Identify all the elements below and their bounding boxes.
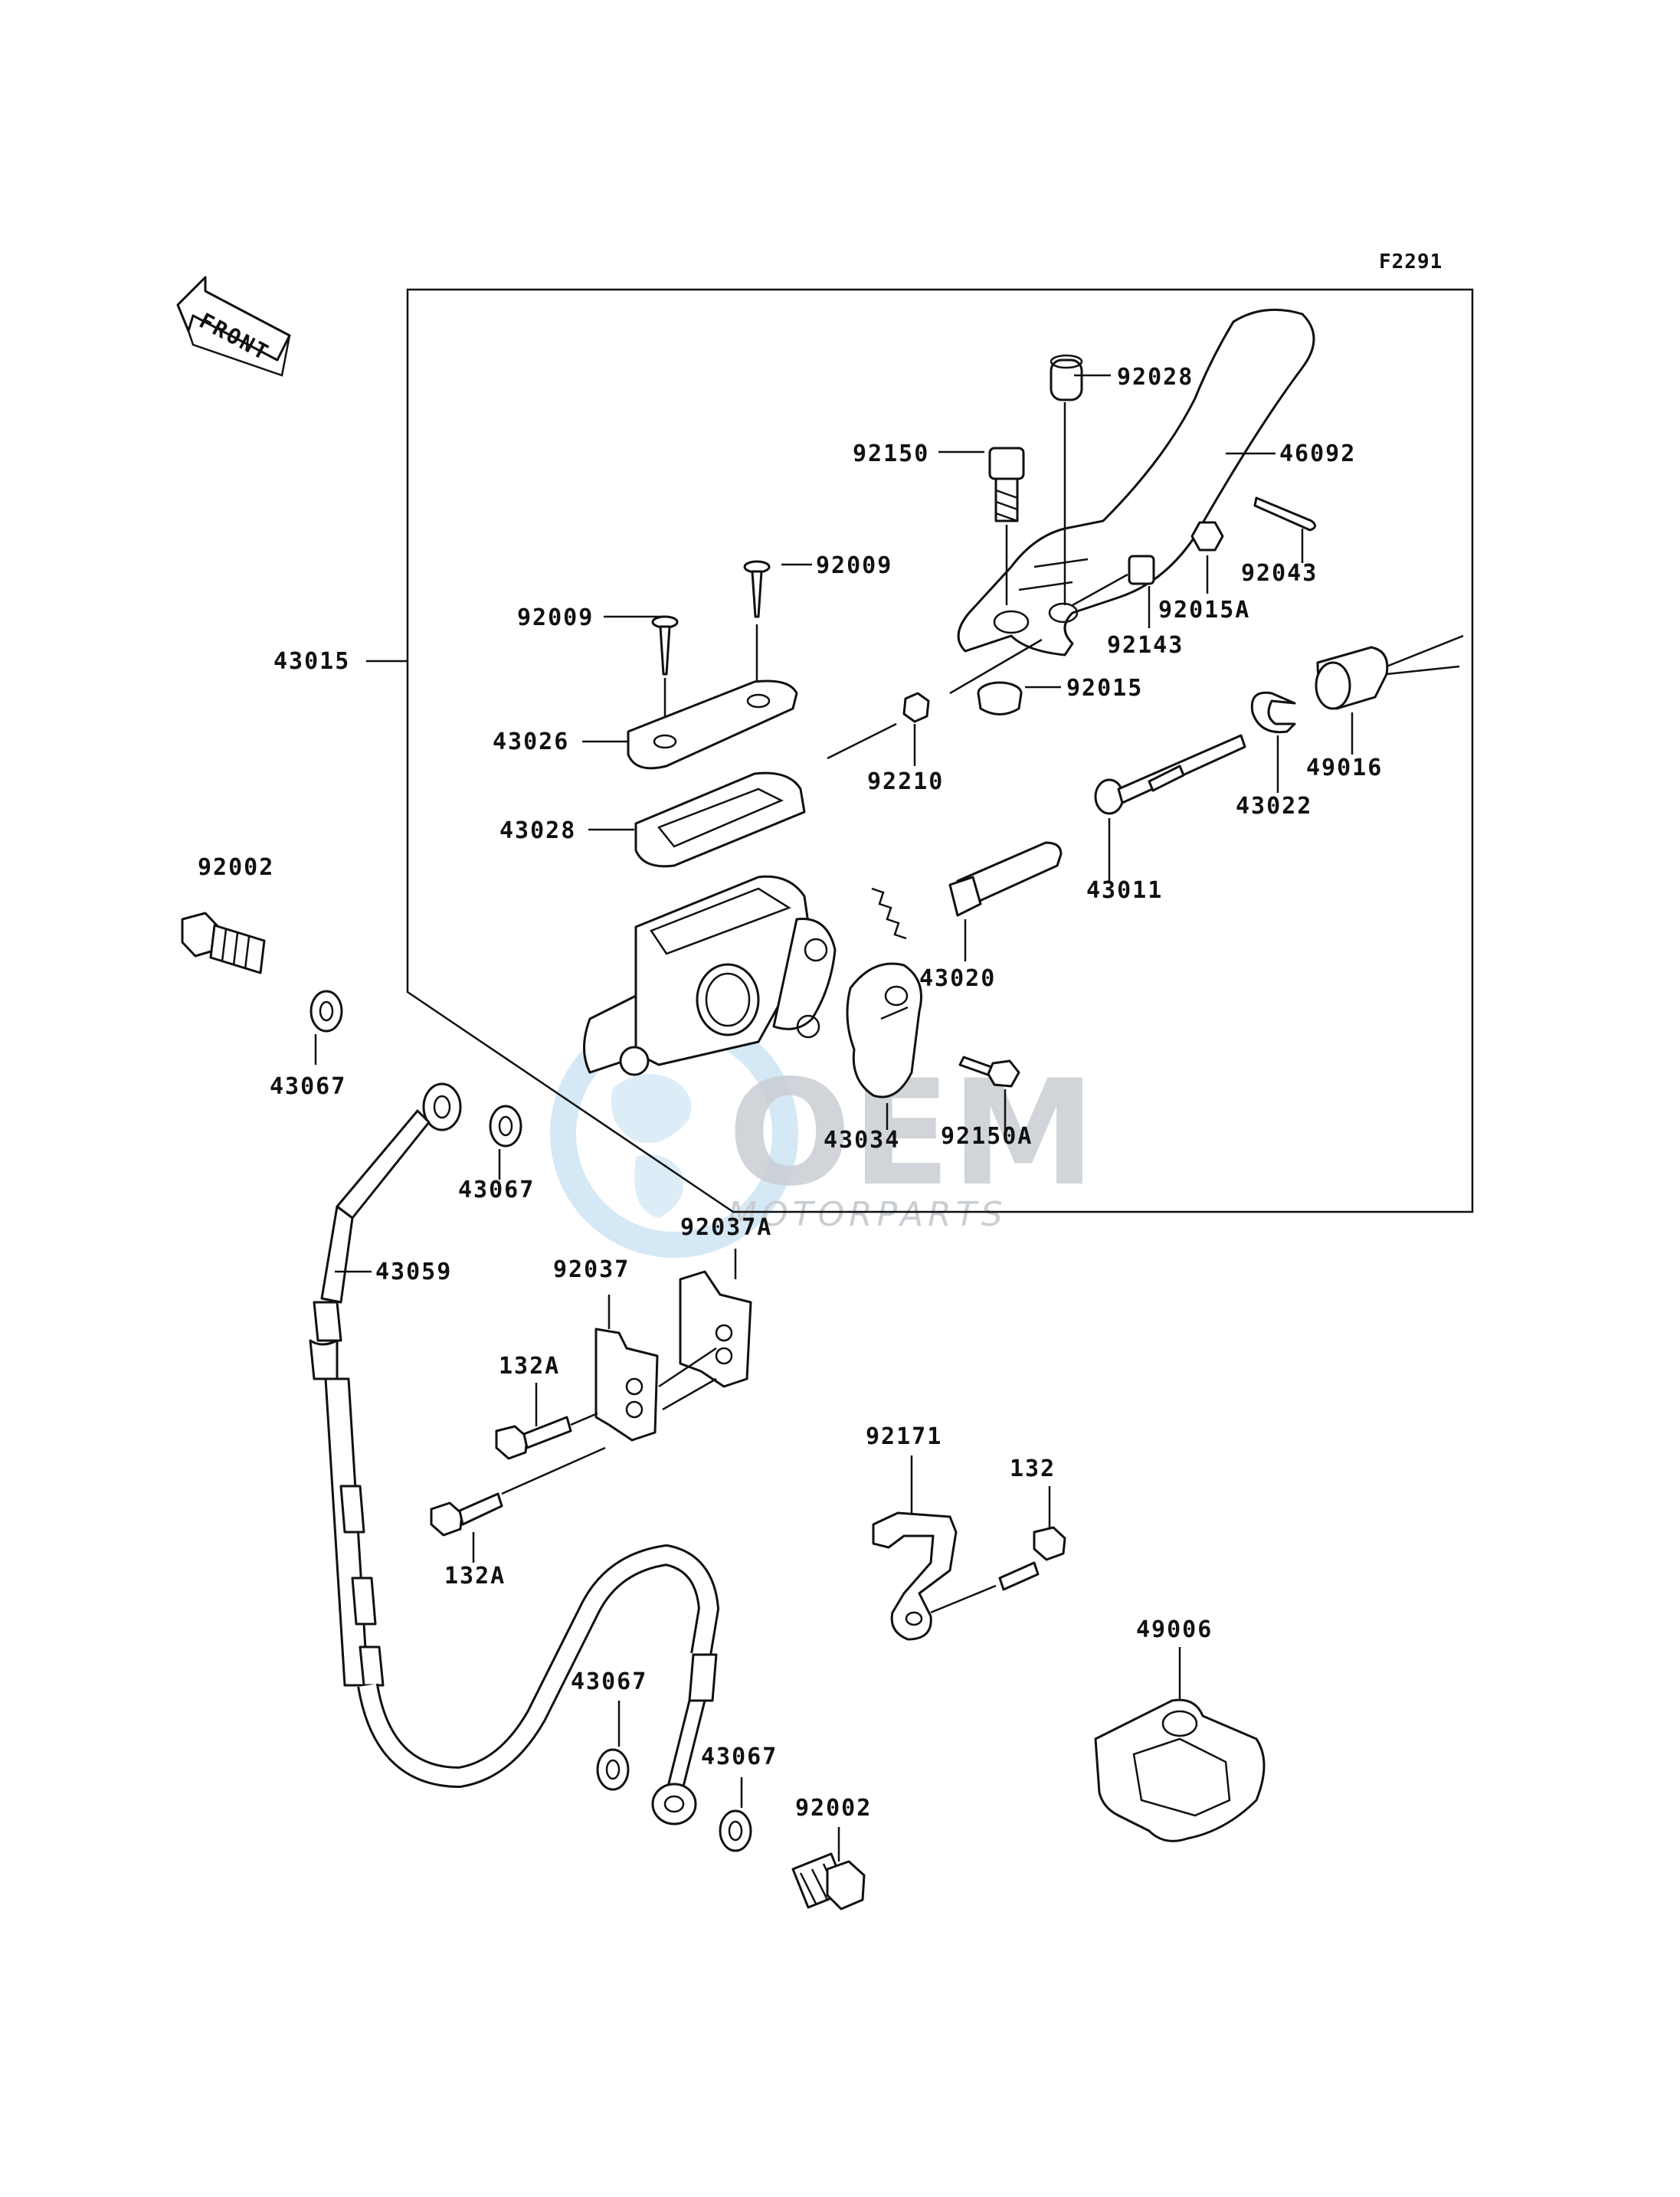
label-49016: 49016 [1306,755,1383,781]
screw-92009-right [743,560,771,693]
diagram-code: F2291 [1379,250,1443,273]
diaphragm-43028 [634,771,806,868]
label-43011: 43011 [1086,877,1163,904]
nut-92015A [1190,521,1224,552]
front-arrow-icon: FRONT [176,276,291,377]
washer-43067-d [719,1809,752,1852]
watermark-sub: MOTORPARTS [728,1195,1007,1234]
watermark: OEM MOTORPARTS [550,1010,1095,1258]
label-92150A: 92150A [941,1123,1033,1150]
pivot-bolt-92150 [988,447,1025,605]
boot-49016 [1315,634,1464,755]
label-43067-d: 43067 [701,1744,778,1770]
bolt-92150A [958,1056,1020,1130]
washer-43067-a [309,990,343,1033]
label-92028: 92028 [1117,364,1194,391]
label-92150: 92150 [853,440,929,467]
brake-hose-43059 [309,1082,719,1825]
label-132A-lower: 132A [444,1563,506,1590]
bracket-92037A [679,1249,752,1388]
label-43067-a: 43067 [270,1073,346,1100]
banjo-bolt-92002-upper [181,912,266,974]
clamp-43034 [846,962,922,1098]
label-92143: 92143 [1107,632,1184,659]
cotter-pin-92043 [1253,496,1316,532]
label-43022: 43022 [1236,793,1312,820]
banjo-bolt-92002-lower [791,1827,866,1911]
circlip-43022 [1250,691,1296,734]
label-92171: 92171 [866,1423,942,1450]
assembly-frame [406,288,1474,1213]
label-43059: 43059 [375,1259,452,1285]
bolt-132A-upper [495,1383,598,1460]
label-132A-upper: 132A [499,1353,560,1380]
label-92009-left: 92009 [517,604,594,631]
bolt-132A-lower [430,1446,606,1563]
label-43067-b: 43067 [458,1177,535,1203]
label-46092: 46092 [1279,440,1356,467]
bolt-132 [998,1486,1066,1591]
part-labels: 43015 92028 92150 46092 92009 92009 9204… [198,364,1383,1822]
label-132: 132 [1010,1455,1056,1482]
washer-43067-c [596,1748,630,1791]
label-43015: 43015 [273,648,350,675]
collar-92143 [1128,555,1155,585]
label-92210: 92210 [867,768,944,795]
label-92037A: 92037A [680,1214,772,1241]
label-49006: 49006 [1136,1616,1213,1643]
brake-lever [957,308,1315,656]
washer-43067-b [489,1105,522,1148]
piston-43020 [871,841,1063,1020]
label-92009-right: 92009 [816,552,892,579]
watermark-brand: OEM [728,1049,1095,1218]
label-92037: 92037 [553,1256,630,1283]
master-cylinder-body [583,875,837,1076]
push-rod-43011 [1094,734,1246,881]
clamp-92171 [872,1455,997,1641]
label-92043: 92043 [1241,560,1318,587]
label-43034: 43034 [824,1127,900,1154]
label-43028: 43028 [499,817,576,844]
cover-49006 [1094,1647,1266,1842]
label-92002-lower: 92002 [795,1795,872,1822]
label-43067-c: 43067 [571,1668,647,1695]
label-43020: 43020 [919,965,996,992]
label-92015A: 92015A [1158,597,1250,624]
label-92015: 92015 [1066,675,1143,702]
nut-92210 [902,692,930,723]
bracket-92037 [594,1295,717,1442]
adjuster-92028 [1050,354,1083,605]
label-43026: 43026 [493,729,569,755]
nut-92015 [977,681,1023,715]
reservoir-cap-43026 [627,679,798,770]
label-92002-upper: 92002 [198,854,274,881]
